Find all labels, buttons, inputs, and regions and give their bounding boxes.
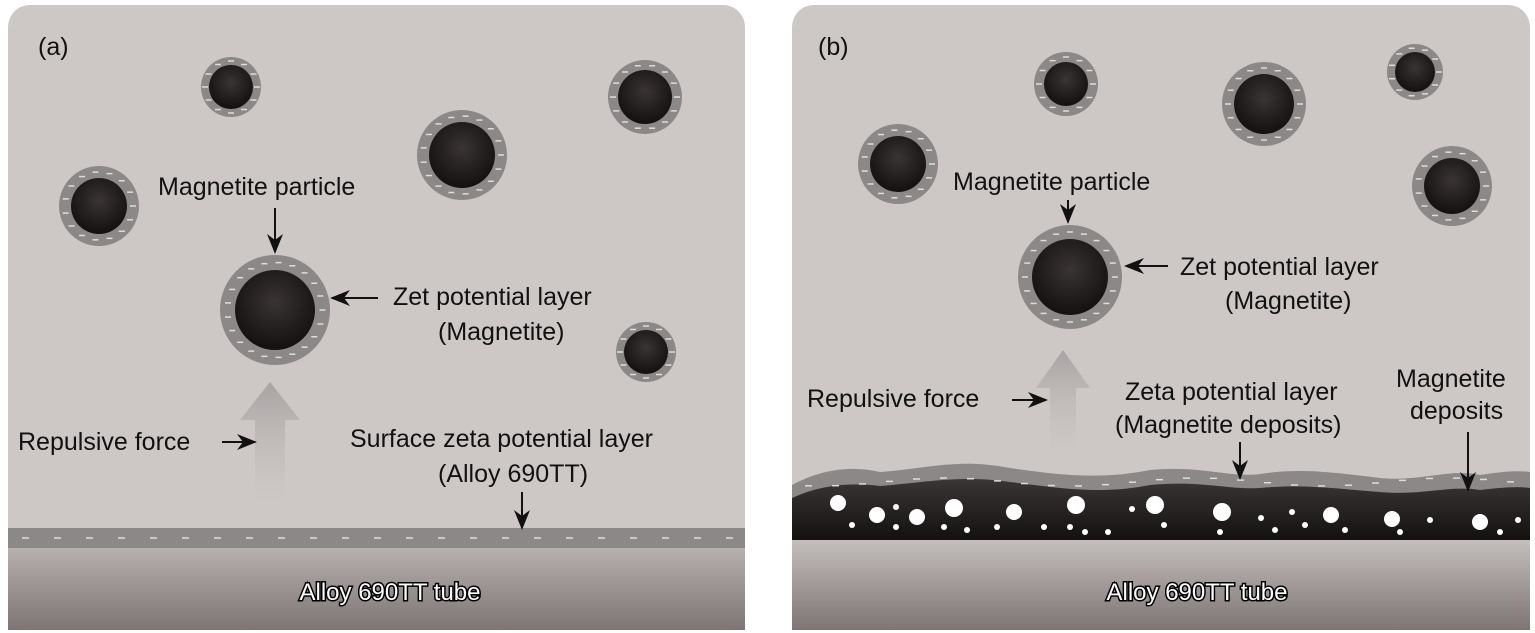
magnetite-particle — [1018, 225, 1122, 329]
deposit-pore — [1342, 527, 1348, 533]
magnetite-particle — [417, 110, 507, 200]
magnetite-core — [1395, 52, 1435, 92]
deposit-pore — [945, 499, 963, 517]
magnetite-core — [209, 65, 253, 109]
deposits-label-sub: deposits — [1410, 397, 1503, 425]
deposit-pore — [1213, 503, 1231, 521]
deposit-pore — [1082, 529, 1088, 535]
deposit-pore — [941, 524, 947, 530]
magnetite-core — [1044, 62, 1088, 106]
surface-zeta-label: Surface zeta potential layer — [350, 425, 653, 453]
deposit-pores — [830, 495, 1521, 535]
repulsive-force-arrow — [1036, 350, 1090, 455]
magnetite-particle — [1034, 52, 1098, 116]
panel-label: (a) — [38, 33, 69, 61]
deposit-pore — [1302, 522, 1308, 528]
force-label: Repulsive force — [18, 428, 190, 456]
deposit-pore — [1067, 496, 1085, 514]
panel-a: (a) Magnetite particle Zet potential lay… — [8, 5, 745, 630]
deposit-pore — [1323, 507, 1339, 523]
deposit-pore — [1515, 517, 1521, 523]
particle-label: Magnetite particle — [158, 173, 355, 201]
magnetite-particle — [220, 255, 330, 365]
magnetite-core — [235, 270, 315, 350]
magnetite-core — [71, 178, 127, 234]
magnetite-core — [429, 122, 495, 188]
magnetite-particle — [608, 60, 682, 134]
magnetite-core — [1032, 239, 1108, 315]
deposit-pore — [830, 495, 846, 511]
panel-a-background — [8, 5, 745, 630]
surface-zeta-label-sub: (Alloy 690TT) — [438, 460, 588, 488]
alloy-tube — [792, 540, 1530, 630]
magnetite-core — [870, 136, 926, 192]
deposit-pore — [1006, 504, 1022, 520]
magnetite-particle — [1222, 62, 1306, 146]
force-label: Repulsive force — [807, 385, 979, 413]
deposit-pore — [1067, 524, 1073, 530]
deposit-pore — [1105, 529, 1111, 535]
particle-label: Magnetite particle — [953, 168, 1150, 196]
panel-label: (b) — [818, 33, 849, 61]
deposit-pore — [909, 509, 925, 525]
particles — [858, 44, 1492, 329]
magnetite-core — [618, 70, 672, 124]
deposit-pore — [1497, 529, 1503, 535]
magnetite-particle — [201, 57, 261, 117]
deposit-pore — [1129, 506, 1135, 512]
deposit-pore — [1397, 529, 1403, 535]
deposit-pore — [1384, 511, 1400, 527]
deposit-zeta-label: Zeta potential layer — [1125, 378, 1338, 406]
deposit-pore — [849, 522, 855, 528]
particles — [59, 57, 682, 382]
deposit-pore — [1161, 522, 1167, 528]
deposit-zeta-label-sub: (Magnetite deposits) — [1115, 411, 1342, 439]
repulsive-force-arrow — [240, 382, 300, 505]
magnetite-core — [1234, 74, 1294, 134]
zeta-label-sub: (Magnetite) — [438, 318, 564, 346]
deposit-pore — [1217, 529, 1223, 535]
magnetite-particle — [616, 322, 676, 382]
deposit-pore — [1041, 524, 1047, 530]
magnetite-particle — [1387, 44, 1443, 100]
deposit-pore — [1258, 515, 1264, 521]
tube-label: Alloy 690TT tube — [300, 579, 481, 606]
deposit-pore — [1427, 517, 1433, 523]
deposit-pore — [1146, 496, 1164, 514]
deposit-pore — [893, 504, 899, 510]
deposit-pore — [994, 524, 1000, 530]
zeta-label: Zet potential layer — [393, 283, 592, 311]
deposit-pore — [1289, 509, 1295, 515]
magnetite-particle — [59, 166, 139, 246]
magnetite-particle — [858, 124, 938, 204]
magnetite-particle — [1412, 146, 1492, 226]
deposit-pore — [893, 524, 899, 530]
deposit-pore — [869, 507, 885, 523]
deposit-pore — [1472, 514, 1488, 530]
magnetite-core — [624, 330, 668, 374]
deposits-label: Magnetite — [1396, 365, 1506, 393]
deposit-pore — [964, 527, 970, 533]
zeta-label: Zet potential layer — [1180, 253, 1379, 281]
panel-b: (b) Magnetite particle Zet potential lay… — [792, 5, 1530, 630]
tube-label: Alloy 690TT tube — [1107, 579, 1288, 606]
zeta-label-sub: (Magnetite) — [1225, 287, 1351, 315]
deposit-pore — [1272, 527, 1278, 533]
deposit-charge-dashes — [805, 477, 1514, 487]
magnetite-core — [1424, 158, 1480, 214]
